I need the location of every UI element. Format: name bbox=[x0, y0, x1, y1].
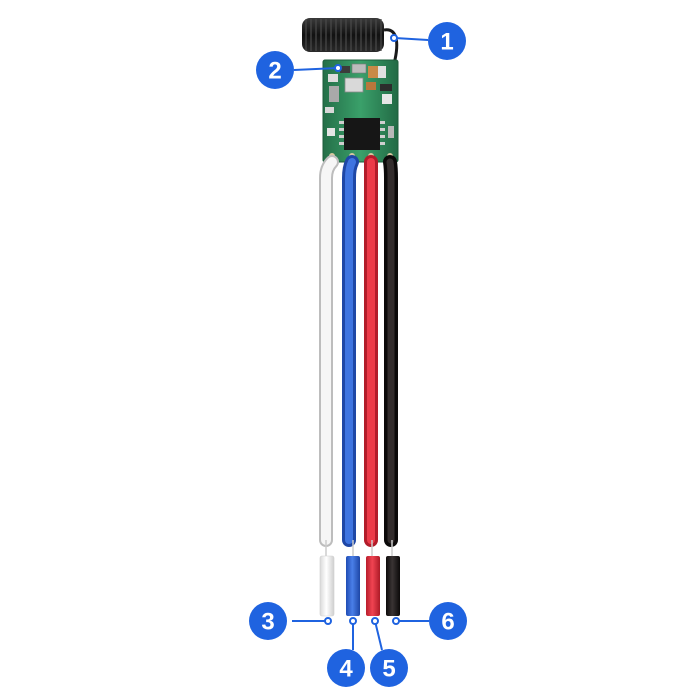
callout-leaders bbox=[292, 37, 429, 651]
callout-3-number: 3 bbox=[261, 609, 274, 636]
callout-4: 4 bbox=[327, 649, 365, 687]
callout-6-badge bbox=[429, 602, 467, 640]
antenna-coil bbox=[302, 18, 399, 65]
callout-dots bbox=[324, 34, 400, 625]
callout-1-number: 1 bbox=[440, 29, 453, 56]
callout-2: 2 bbox=[256, 51, 294, 89]
callout-5: 5 bbox=[370, 649, 408, 687]
callout-2-number: 2 bbox=[268, 58, 281, 85]
callout-2-badge bbox=[256, 51, 294, 89]
callout-5-badge bbox=[370, 649, 408, 687]
callout-6: 6 bbox=[429, 602, 467, 640]
pcb-board bbox=[322, 59, 399, 163]
callout-3: 3 bbox=[249, 602, 287, 640]
callout-4-number: 4 bbox=[339, 656, 353, 683]
callout-4-badge bbox=[327, 649, 365, 687]
callout-6-number: 6 bbox=[441, 609, 454, 636]
callout-1-badge bbox=[428, 22, 466, 60]
callout-5-number: 5 bbox=[382, 656, 395, 683]
wires bbox=[319, 155, 400, 617]
callout-3-badge bbox=[249, 602, 287, 640]
callout-1: 1 bbox=[428, 22, 466, 60]
